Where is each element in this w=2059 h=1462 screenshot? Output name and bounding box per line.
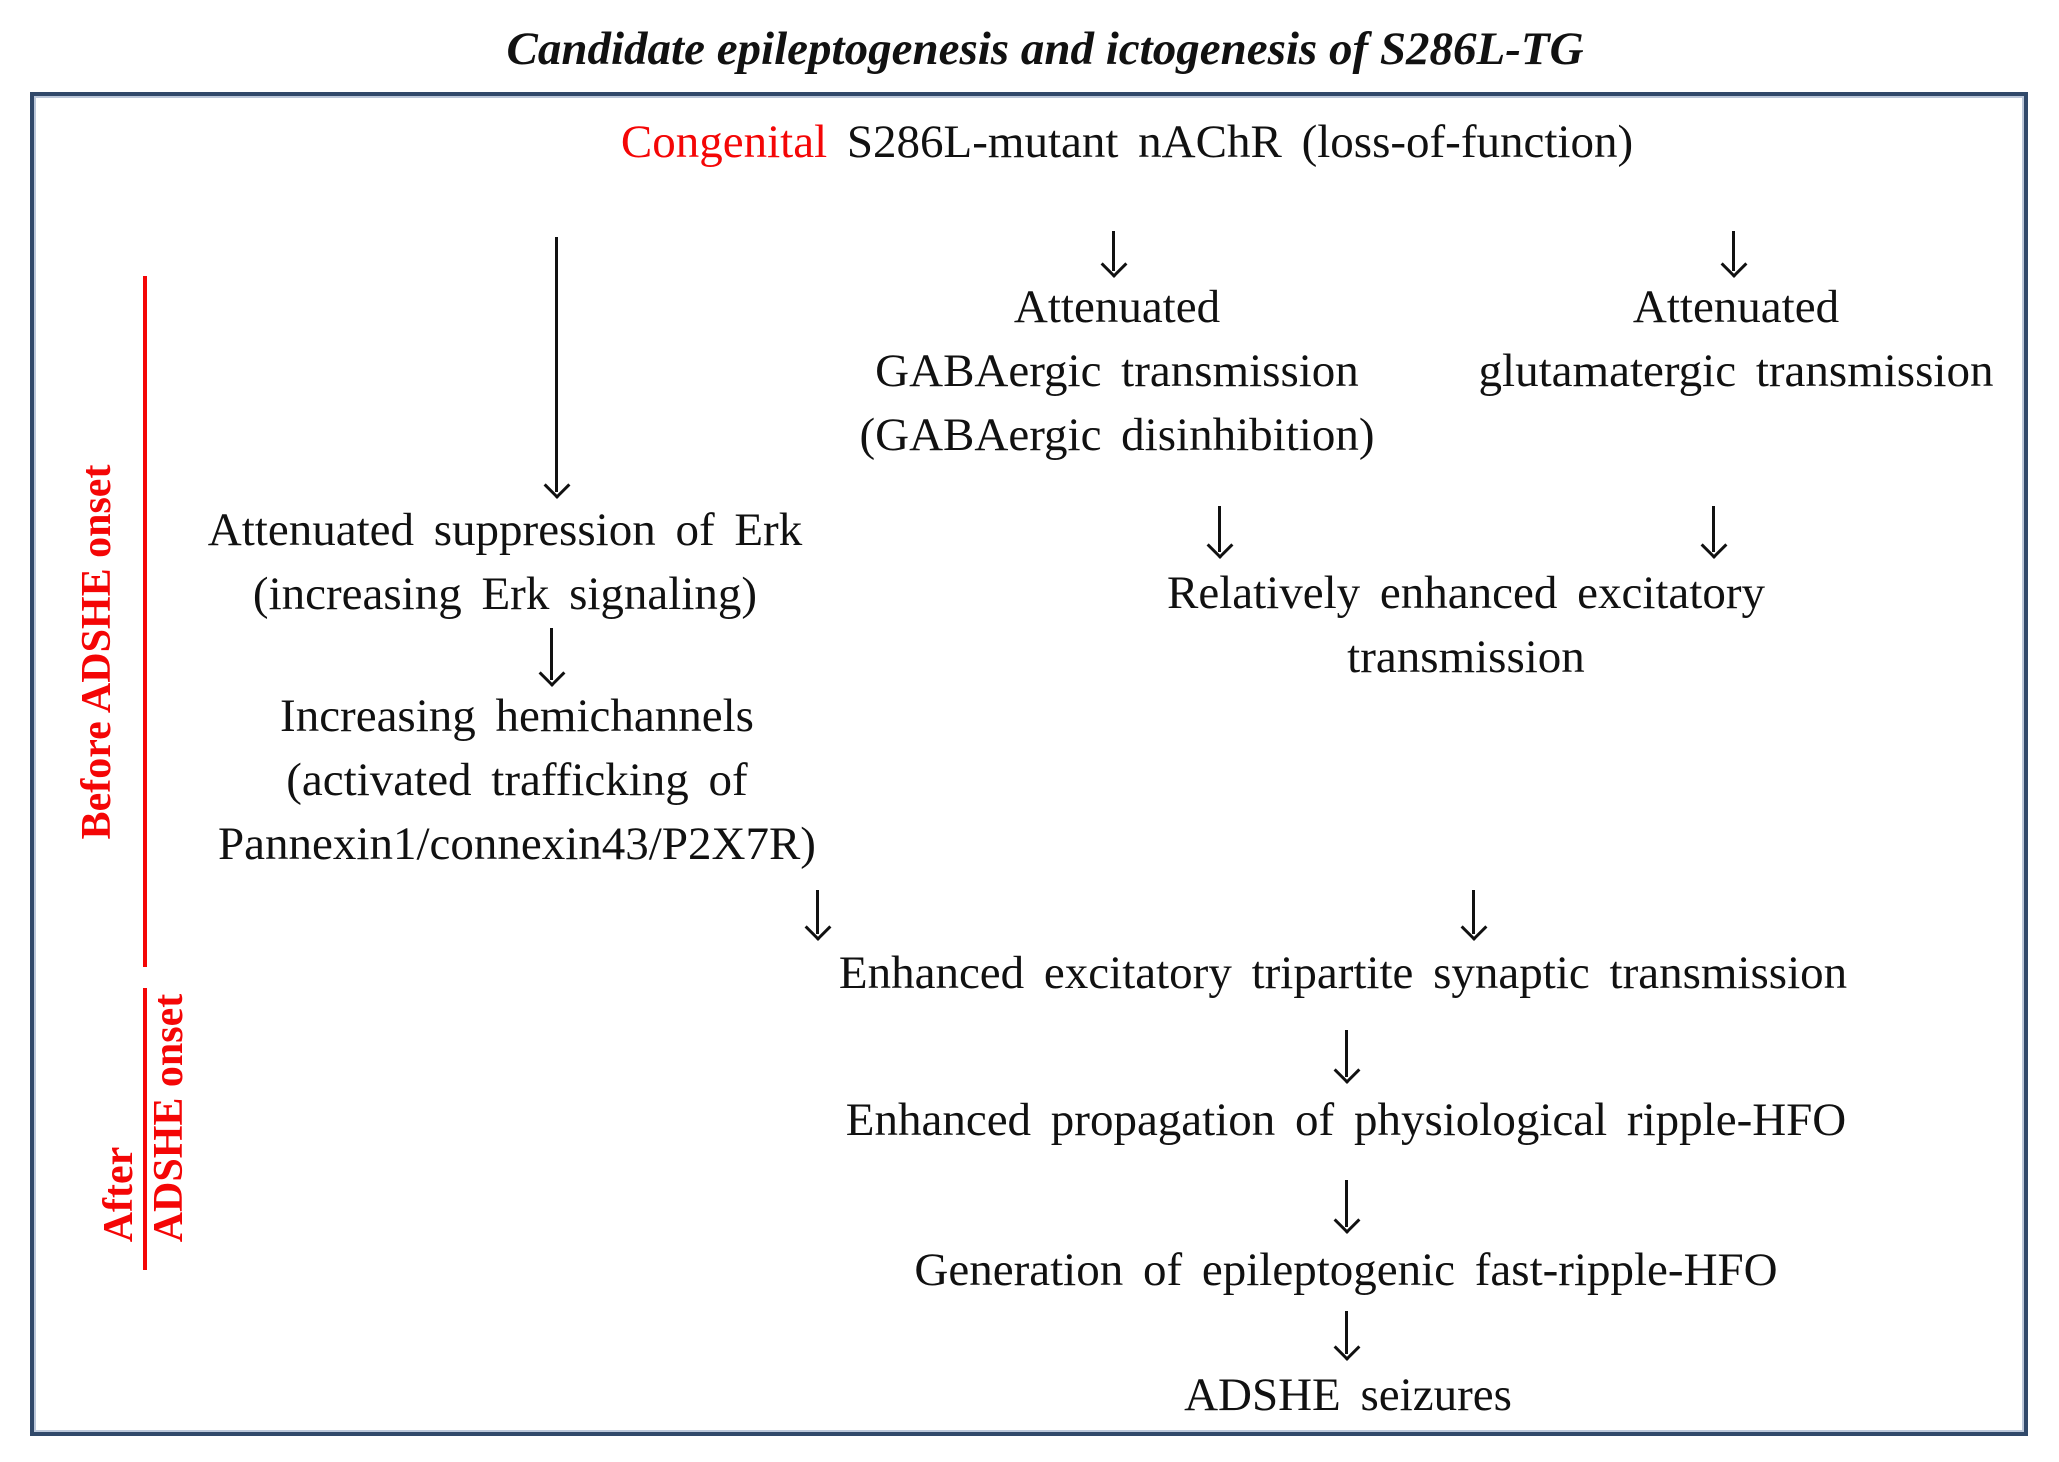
congenital-rest: S286L-mutant nAChR (loss-of-function): [827, 116, 1634, 168]
diagram-frame: [30, 92, 2028, 1436]
arrow-hemichannels-to-tripartite: [816, 890, 819, 934]
phase-after-line-2: ADSHE onset: [146, 993, 192, 1243]
seizures-line-1: ADSHE seizures: [1184, 1369, 1512, 1421]
arrow-root-to-erk: [555, 237, 558, 492]
node-adshe-seizures: ADSHE seizures: [1184, 1363, 1512, 1427]
arrow-ripple-to-fastripple: [1345, 1180, 1348, 1227]
phase-label-after: After ADSHE onset: [94, 994, 194, 1243]
arrow-fastripple-to-seizures: [1345, 1311, 1348, 1354]
relative-line-1: Relatively enhanced excitatory: [1166, 567, 1766, 619]
erk-line-1: Attenuated suppression of Erk: [207, 504, 803, 556]
diagram-title: Candidate epileptogenesis and ictogenesi…: [506, 23, 1584, 75]
phase-label-before: Before ADSHE onset: [74, 464, 120, 840]
gaba-line-2: GABAergic transmission: [875, 345, 1359, 397]
gaba-line-1: Attenuated: [1013, 281, 1221, 333]
relative-line-2: transmission: [1347, 631, 1585, 683]
hemichannels-line-3: Pannexin1/connexin43/P2X7R): [218, 818, 816, 870]
hemichannels-line-2: (activated trafficking of: [286, 754, 748, 806]
node-relatively-enhanced: Relatively enhanced excitatory transmiss…: [1167, 561, 1765, 689]
node-attenuated-gabaergic: Attenuated GABAergic transmission (GABAe…: [860, 275, 1375, 467]
arrow-tripartite-to-ripple: [1345, 1030, 1348, 1077]
erk-line-2: (increasing Erk signaling): [252, 568, 758, 620]
node-attenuated-glutamatergic: Attenuated glutamatergic transmission: [1479, 275, 1994, 403]
fastripple-line-1: Generation of epileptogenic fast-ripple-…: [914, 1244, 1778, 1296]
phase-line-after: [143, 988, 147, 1270]
arrow-root-to-glut: [1732, 231, 1735, 271]
phase-line-before: [143, 276, 147, 967]
arrow-relative-to-tripartite: [1472, 890, 1475, 934]
node-fast-ripple-hfo: Generation of epileptogenic fast-ripple-…: [914, 1238, 1777, 1302]
arrow-gaba-to-relative: [1218, 506, 1221, 552]
glut-line-2: glutamatergic transmission: [1478, 345, 1994, 397]
ripple-line-1: Enhanced propagation of physiological ri…: [845, 1094, 1847, 1146]
node-tripartite: Enhanced excitatory tripartite synaptic …: [839, 941, 1847, 1005]
arrow-root-to-gaba: [1112, 231, 1115, 271]
arrow-erk-to-hemichannels: [550, 628, 553, 680]
phase-after-line-1: After: [96, 1146, 142, 1243]
node-erk-suppression: Attenuated suppression of Erk (increasin…: [208, 498, 802, 626]
arrow-glut-to-relative: [1712, 506, 1715, 552]
glut-line-1: Attenuated: [1632, 281, 1840, 333]
node-congenital-line: Congenital S286L-mutant nAChR (loss-of-f…: [621, 110, 1633, 174]
node-hemichannels: Increasing hemichannels (activated traff…: [218, 684, 816, 876]
node-ripple-hfo: Enhanced propagation of physiological ri…: [846, 1088, 1846, 1152]
node-congenital-root: Congenital S286L-mutant nAChR (loss-of-f…: [621, 110, 1633, 174]
tripartite-line-1: Enhanced excitatory tripartite synaptic …: [838, 947, 1848, 999]
hemichannels-line-1: Increasing hemichannels: [280, 690, 754, 742]
gaba-line-3: (GABAergic disinhibition): [859, 409, 1375, 461]
congenital-highlight: Congenital: [620, 116, 828, 168]
